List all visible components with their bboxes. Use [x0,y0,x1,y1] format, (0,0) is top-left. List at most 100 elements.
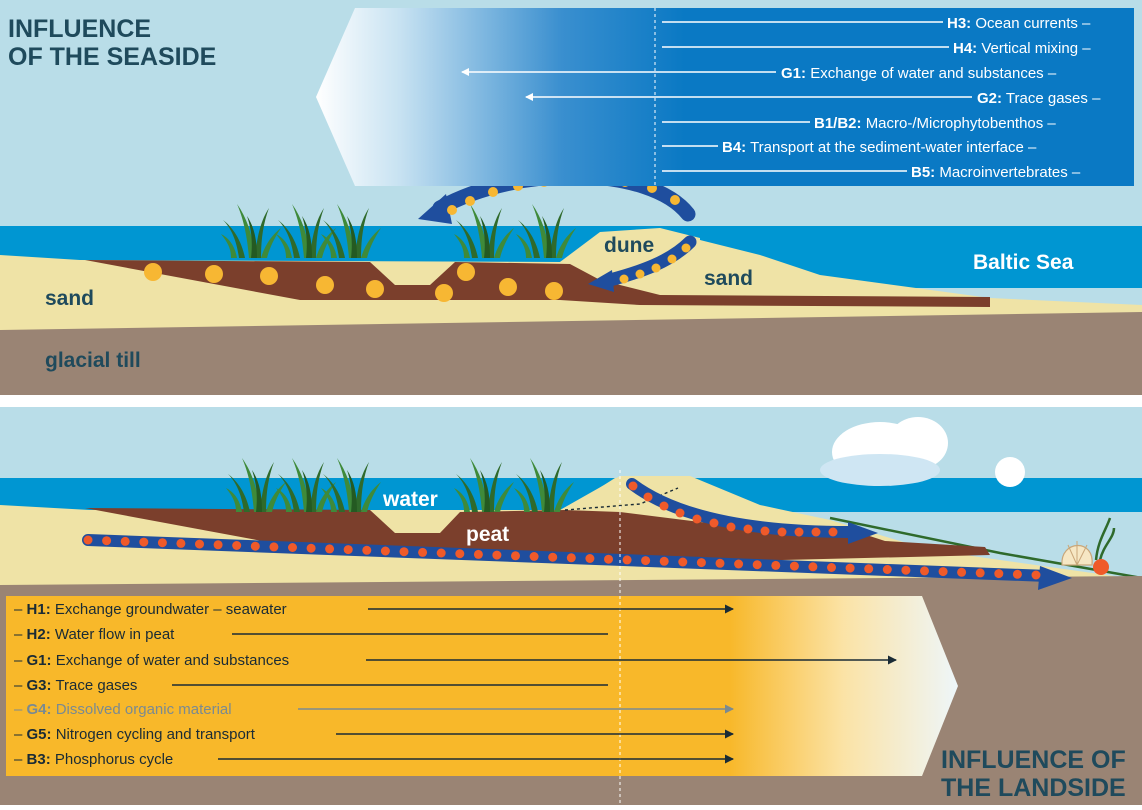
groundwater-dot [938,567,948,577]
groundwater-dot [473,549,483,559]
flow-code: G2: [977,90,1002,107]
groundwater-dot [418,547,428,557]
groundwater-dot [176,538,186,548]
label-baltic-sea: Baltic Sea [973,251,1074,274]
groundwater-dot [734,559,744,569]
flow-text: Trace gases [1006,90,1088,107]
groundwater-dot [232,541,242,550]
flow-text: Ocean currents [975,15,1078,32]
groundwater-dot [250,541,260,551]
svg-text:– H2: Water flow in peat: – H2: Water flow in peat [14,626,175,643]
flow-row: B4: Transport at the sediment-water inte… [662,139,1037,156]
flow-row: – H1: Exchange groundwater – seawater [14,601,734,618]
shell-icon [1061,541,1093,566]
groundwater-dot [362,545,372,555]
groundwater-dot [585,554,595,563]
flow-code: B5: [911,164,935,181]
svg-text:– G1: Exchange of water and su: – G1: Exchange of water and substances [14,652,289,669]
groundwater-dot [157,538,167,548]
groundwater-dot [604,554,613,564]
flow-row: – G3: Trace gases [14,677,608,694]
flow-text: Exchange of water and substances [56,652,289,669]
groundwater-dot [529,552,539,561]
svg-text:H4: Vertical mixing –: H4: Vertical mixing – [953,40,1091,57]
groundwater-dot [343,545,353,555]
landside-title-line1: INFLUENCE OF [941,746,1126,774]
groundwater-dot [696,558,706,568]
flow-row: B1/B2: Macro-/Microphytobenthos – [662,115,1056,132]
seaside-title-line2: OF THE SEASIDE [8,43,216,71]
groundwater-dot [752,560,762,570]
flow-code: G3: [27,677,52,694]
top-panel: H3: Ocean currents – H4: Vertical mixing… [0,0,1142,395]
flow-code: B1/B2: [814,115,862,132]
flow-code: G4: [27,701,52,718]
groundwater-dot [511,551,520,561]
flow-code: G1: [27,652,52,669]
groundwater-dot [641,556,651,566]
flow-code: H4: [953,40,977,57]
coral-icon [1093,517,1116,575]
flow-text: Macro-/Microphytobenthos [866,115,1044,132]
groundwater-dot [882,565,892,574]
groundwater-dot [288,543,297,552]
groundwater-dot [715,558,725,568]
flow-text: Phosphorus cycle [55,751,173,768]
flow-text: Exchange groundwater – seawater [55,601,287,618]
flow-text: Trace gases [55,677,137,694]
groundwater-dot [920,566,929,576]
svg-text:B4: Transport at the sediment-: B4: Transport at the sediment-water inte… [722,139,1037,156]
groundwater-dot [120,536,130,546]
flow-text: Dissolved organic material [56,701,232,718]
flow-text: Nitrogen cycling and transport [56,726,256,743]
flow-row: – H2: Water flow in peat [14,626,608,643]
groundwater-dot [436,548,446,558]
seaside-flow-list: H3: Ocean currents – H4: Vertical mixing… [461,15,1101,181]
svg-text:– H1: Exchange groundwater – s: – H1: Exchange groundwater – seawater [14,601,287,618]
flow-row: – G5: Nitrogen cycling and transport [14,726,734,743]
svg-text:– G5: Nitrogen cycling and tra: – G5: Nitrogen cycling and transport [14,726,256,743]
groundwater-dot [306,543,316,553]
groundwater-dot [83,535,93,545]
groundwater-dot [195,539,204,549]
groundwater-dot [957,567,967,577]
label-sand-left: sand [45,287,94,310]
groundwater-dot [789,561,799,571]
flow-row: G2: Trace gases – [525,90,1101,107]
groundwater-dot [808,562,818,572]
svg-text:– G4: Dissolved organic materi: – G4: Dissolved organic material [14,701,232,718]
groundwater-dot [901,565,911,575]
label-glacial-till: glacial till [45,349,141,372]
flow-row: – B3: Phosphorus cycle [14,751,734,768]
groundwater-dot [566,553,576,563]
sediment-dots [144,263,563,302]
svg-text:B5: Macroinvertebrates –: B5: Macroinvertebrates – [911,164,1081,181]
groundwater-dot [845,563,855,573]
groundwater-dot [325,544,335,554]
flow-code: B4: [722,139,746,156]
svg-text:– B3: Phosphorus cycle: – B3: Phosphorus cycle [14,751,173,768]
flow-code: G5: [27,726,52,743]
seaside-title-line1: INFLUENCE [8,15,151,43]
landside-title-line2: THE LANDSIDE [941,774,1126,802]
groundwater-dot [380,546,390,556]
groundwater-dot [399,547,409,557]
flow-text: Macroinvertebrates [939,164,1067,181]
groundwater-dot [139,537,149,547]
groundwater-dot [548,552,558,562]
cloud-icon [820,417,1025,487]
groundwater-dots [83,535,1041,580]
flow-text: Vertical mixing [981,40,1078,57]
groundwater-dot [659,556,669,566]
flow-row: H4: Vertical mixing – [662,40,1091,57]
landside-flow-panel [6,596,958,776]
groundwater-dot [102,536,112,546]
groundwater-dot [827,563,836,572]
glacial-till-layer [0,312,1142,395]
flow-row: G1: Exchange of water and substances – [461,65,1057,82]
svg-text:B1/B2: Macro-/Microphytobentho: B1/B2: Macro-/Microphytobenthos – [814,115,1056,132]
label-dune: dune [604,234,654,257]
groundwater-dot [269,542,279,552]
